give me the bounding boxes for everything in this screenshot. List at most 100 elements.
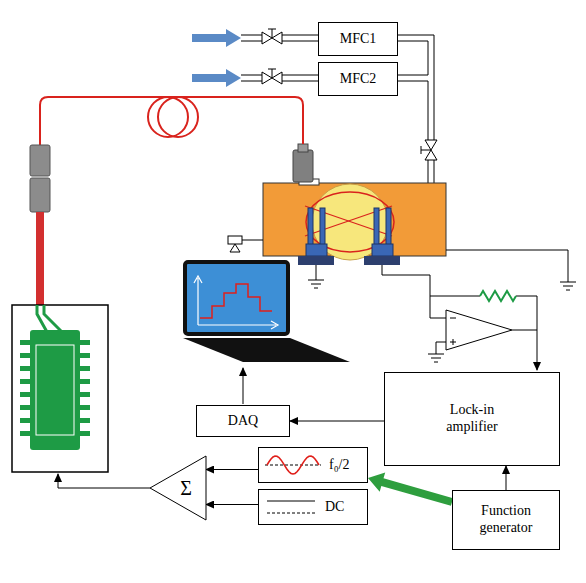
laser-module bbox=[20, 366, 30, 371]
valve-symbol bbox=[262, 72, 272, 84]
dc-level bbox=[267, 501, 315, 502]
laser-module bbox=[20, 340, 30, 345]
instrument-box: Lock-in amplifier bbox=[384, 372, 560, 466]
op-amp bbox=[446, 310, 512, 350]
gas-inlet-arrow bbox=[192, 29, 241, 87]
laptop-icon bbox=[185, 262, 288, 334]
instrument-box: Function generator bbox=[452, 490, 560, 550]
ground-symbol bbox=[314, 288, 318, 289]
summer-triangle: Σ bbox=[150, 456, 206, 520]
dc-level bbox=[267, 513, 315, 514]
laptop-icon bbox=[183, 262, 350, 362]
optical-fiber bbox=[148, 97, 188, 137]
valve-symbol bbox=[272, 32, 282, 44]
tuning-fork bbox=[308, 208, 313, 248]
sine-wave bbox=[267, 456, 319, 474]
gas-pipe bbox=[241, 35, 434, 183]
signal-arrow bbox=[206, 469, 258, 470]
laser-module bbox=[37, 305, 62, 332]
op-amp bbox=[453, 339, 454, 345]
signal-wire bbox=[382, 265, 446, 318]
op-amp bbox=[446, 310, 512, 350]
valve-symbol bbox=[421, 146, 422, 154]
laser-module bbox=[20, 379, 30, 384]
instrument-box: DAQ bbox=[196, 405, 290, 437]
tuning-fork bbox=[306, 244, 327, 256]
pivot-rod bbox=[228, 236, 263, 252]
signal-wire bbox=[243, 368, 244, 404]
ground-symbol bbox=[428, 354, 444, 355]
trigger-arrow bbox=[368, 473, 453, 506]
laser-module bbox=[80, 340, 90, 345]
laser-module bbox=[20, 405, 30, 410]
signal-arrow bbox=[206, 504, 258, 505]
tuning-fork bbox=[298, 256, 334, 265]
signal-box: DC bbox=[258, 489, 368, 525]
laser-module bbox=[20, 418, 30, 423]
laser-module bbox=[80, 405, 90, 410]
signal-wire bbox=[316, 265, 317, 280]
valve-symbol bbox=[268, 29, 276, 30]
tuning-fork bbox=[386, 208, 391, 248]
laser-module bbox=[80, 353, 90, 358]
op-amp bbox=[450, 318, 456, 319]
valve-symbol bbox=[272, 69, 273, 78]
gas-pipe bbox=[428, 160, 429, 183]
signal-wire bbox=[446, 250, 568, 282]
pivot-rod bbox=[228, 236, 242, 244]
gas-pipe bbox=[434, 35, 435, 140]
baseline bbox=[265, 465, 321, 466]
pivot-rod bbox=[242, 240, 263, 241]
collimator bbox=[293, 150, 313, 182]
optical-fiber bbox=[40, 97, 303, 145]
valve-symbol bbox=[425, 140, 437, 150]
valve-symbol bbox=[268, 69, 276, 70]
summer-triangle bbox=[150, 456, 206, 520]
ground-symbol bbox=[566, 290, 570, 291]
laser-module bbox=[30, 330, 80, 450]
laser-module bbox=[80, 392, 90, 397]
signal-box: f₀/2 bbox=[258, 447, 368, 483]
signal-wire bbox=[58, 474, 150, 488]
ground-symbol bbox=[563, 286, 573, 287]
laser-module bbox=[80, 366, 90, 371]
gas-pipe bbox=[241, 41, 262, 42]
optical-fiber bbox=[40, 97, 303, 145]
gas-pipe bbox=[241, 81, 262, 82]
laptop-icon bbox=[200, 284, 272, 318]
laser-module bbox=[36, 345, 74, 435]
gas-pipe bbox=[398, 75, 428, 76]
ground-symbol bbox=[431, 358, 441, 359]
box-label: Function generator bbox=[464, 503, 548, 537]
box-label: Lock-in amplifier bbox=[426, 402, 518, 436]
gas-cell bbox=[263, 179, 446, 260]
laser-module bbox=[80, 418, 90, 423]
fiber-connector bbox=[30, 145, 50, 176]
gas-pipe bbox=[241, 35, 262, 36]
laser-module bbox=[12, 305, 108, 472]
tuning-fork bbox=[364, 256, 400, 265]
valve-symbol bbox=[425, 150, 437, 160]
gas-inlet-arrow bbox=[192, 69, 241, 87]
signal-arrow bbox=[506, 466, 507, 490]
tuning-fork bbox=[298, 208, 400, 265]
gas-pipe bbox=[398, 81, 428, 82]
sine-wave bbox=[265, 452, 321, 478]
gas-cell bbox=[306, 192, 394, 252]
valve-symbol bbox=[262, 32, 272, 44]
fiber-connector bbox=[36, 212, 44, 305]
laser-module bbox=[12, 305, 108, 472]
box-label: MFC2 bbox=[340, 71, 377, 88]
collimator bbox=[293, 144, 313, 182]
signal-arrow bbox=[290, 421, 384, 422]
box-label: DC bbox=[325, 499, 344, 516]
valve-symbol bbox=[421, 150, 431, 151]
gas-pipe bbox=[398, 35, 434, 36]
flow-controller-box: MFC1 bbox=[318, 22, 398, 56]
tuning-fork bbox=[320, 208, 325, 248]
pivot-rod bbox=[230, 244, 240, 252]
gas-pipe bbox=[398, 41, 428, 42]
ground-symbol bbox=[434, 362, 438, 363]
ground-symbol bbox=[308, 280, 576, 362]
